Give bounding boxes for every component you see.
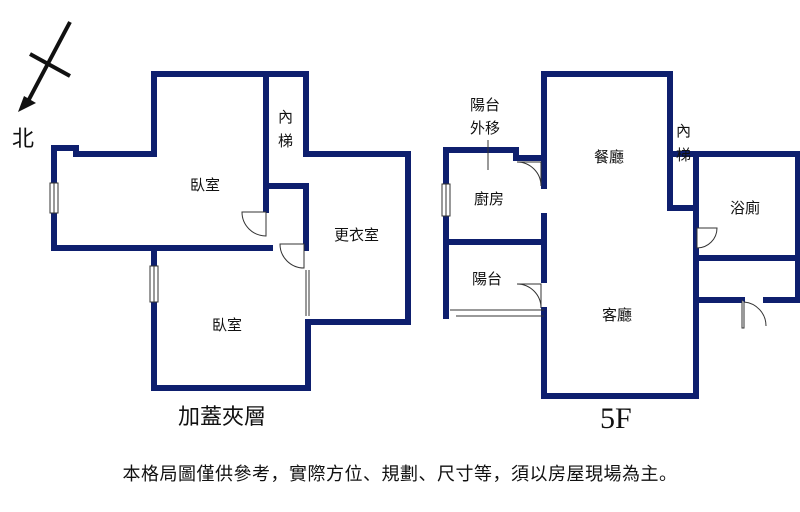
room-label-bedroom-top: 臥室 <box>190 176 220 194</box>
room-label-kitchen: 廚房 <box>474 190 504 208</box>
floor5-title: 5F <box>600 402 632 435</box>
room-label-living: 客廳 <box>602 306 632 324</box>
disclaimer: 本格局圖僅供參考，實際方位、規劃、尺寸等，須以房屋現場為主。 <box>122 464 678 485</box>
room-label-stairs-a: 內 <box>676 122 691 140</box>
room-label-stairs-a: 內 <box>278 108 293 126</box>
floor5-plan: 陽台 外移 餐廳 內 梯 廚房 浴廁 陽台 客廳 <box>441 71 800 399</box>
compass-label: 北 <box>12 127 34 152</box>
room-label-dining: 餐廳 <box>594 148 624 166</box>
door-swing-icon <box>516 283 542 309</box>
door-swing-icon <box>279 243 305 269</box>
north-arrow-icon <box>18 21 72 112</box>
door-swing-icon <box>241 211 267 237</box>
floor-plan: 北 臥室 內 梯 更衣室 臥室 加蓋夾層 <box>12 21 800 435</box>
door-swing-icon <box>516 161 542 187</box>
room-label-stairs-b: 梯 <box>676 146 691 164</box>
room-label-balcony-moved-b: 外移 <box>470 119 500 137</box>
door-swing-icon <box>741 300 767 329</box>
mezzanine-title: 加蓋夾層 <box>178 405 266 430</box>
room-label-closet: 更衣室 <box>334 226 379 244</box>
room-label-balcony-moved-a: 陽台 <box>470 96 500 114</box>
door-swing-icon <box>696 227 718 249</box>
room-label-stairs-b: 梯 <box>278 132 293 150</box>
room-label-bathroom: 浴廁 <box>730 199 760 217</box>
room-label-bedroom-bottom: 臥室 <box>212 316 242 334</box>
mezzanine-plan: 臥室 內 梯 更衣室 臥室 <box>49 71 411 391</box>
room-label-balcony: 陽台 <box>472 270 502 288</box>
